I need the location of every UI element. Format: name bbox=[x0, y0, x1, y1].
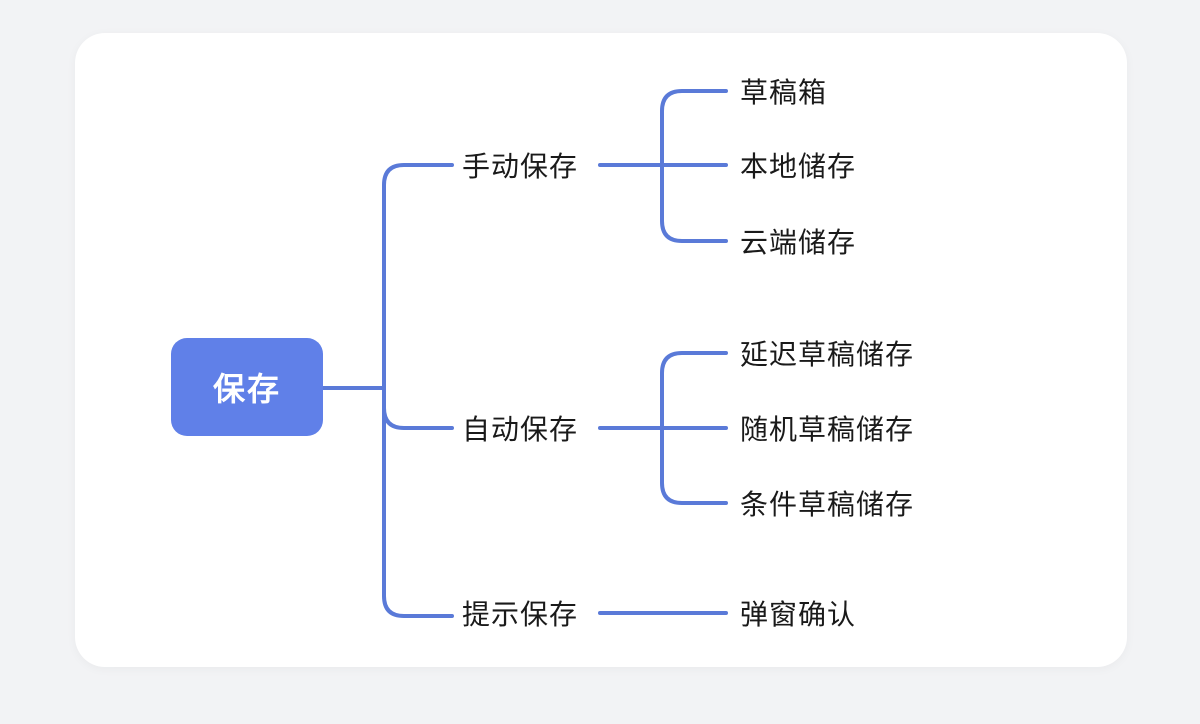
leaf-node-delayed-draft-storage[interactable]: 延迟草稿储存 bbox=[740, 339, 915, 370]
leaf-node-local-storage[interactable]: 本地储存 bbox=[740, 151, 857, 182]
leaf-node-draft-box[interactable]: 草稿箱 bbox=[740, 77, 828, 108]
branch-node-manual-save[interactable]: 手动保存 bbox=[462, 151, 579, 182]
leaf-node-conditional-draft-storage[interactable]: 条件草稿储存 bbox=[740, 489, 915, 520]
branch-node-prompt-save[interactable]: 提示保存 bbox=[462, 599, 579, 630]
branch-node-auto-save[interactable]: 自动保存 bbox=[462, 414, 579, 445]
leaf-node-popup-confirm[interactable]: 弹窗确认 bbox=[740, 599, 857, 630]
leaf-node-cloud-storage[interactable]: 云端储存 bbox=[740, 227, 857, 258]
leaf-node-random-draft-storage[interactable]: 随机草稿储存 bbox=[740, 414, 915, 445]
root-node-save[interactable]: 保存 bbox=[171, 338, 323, 436]
